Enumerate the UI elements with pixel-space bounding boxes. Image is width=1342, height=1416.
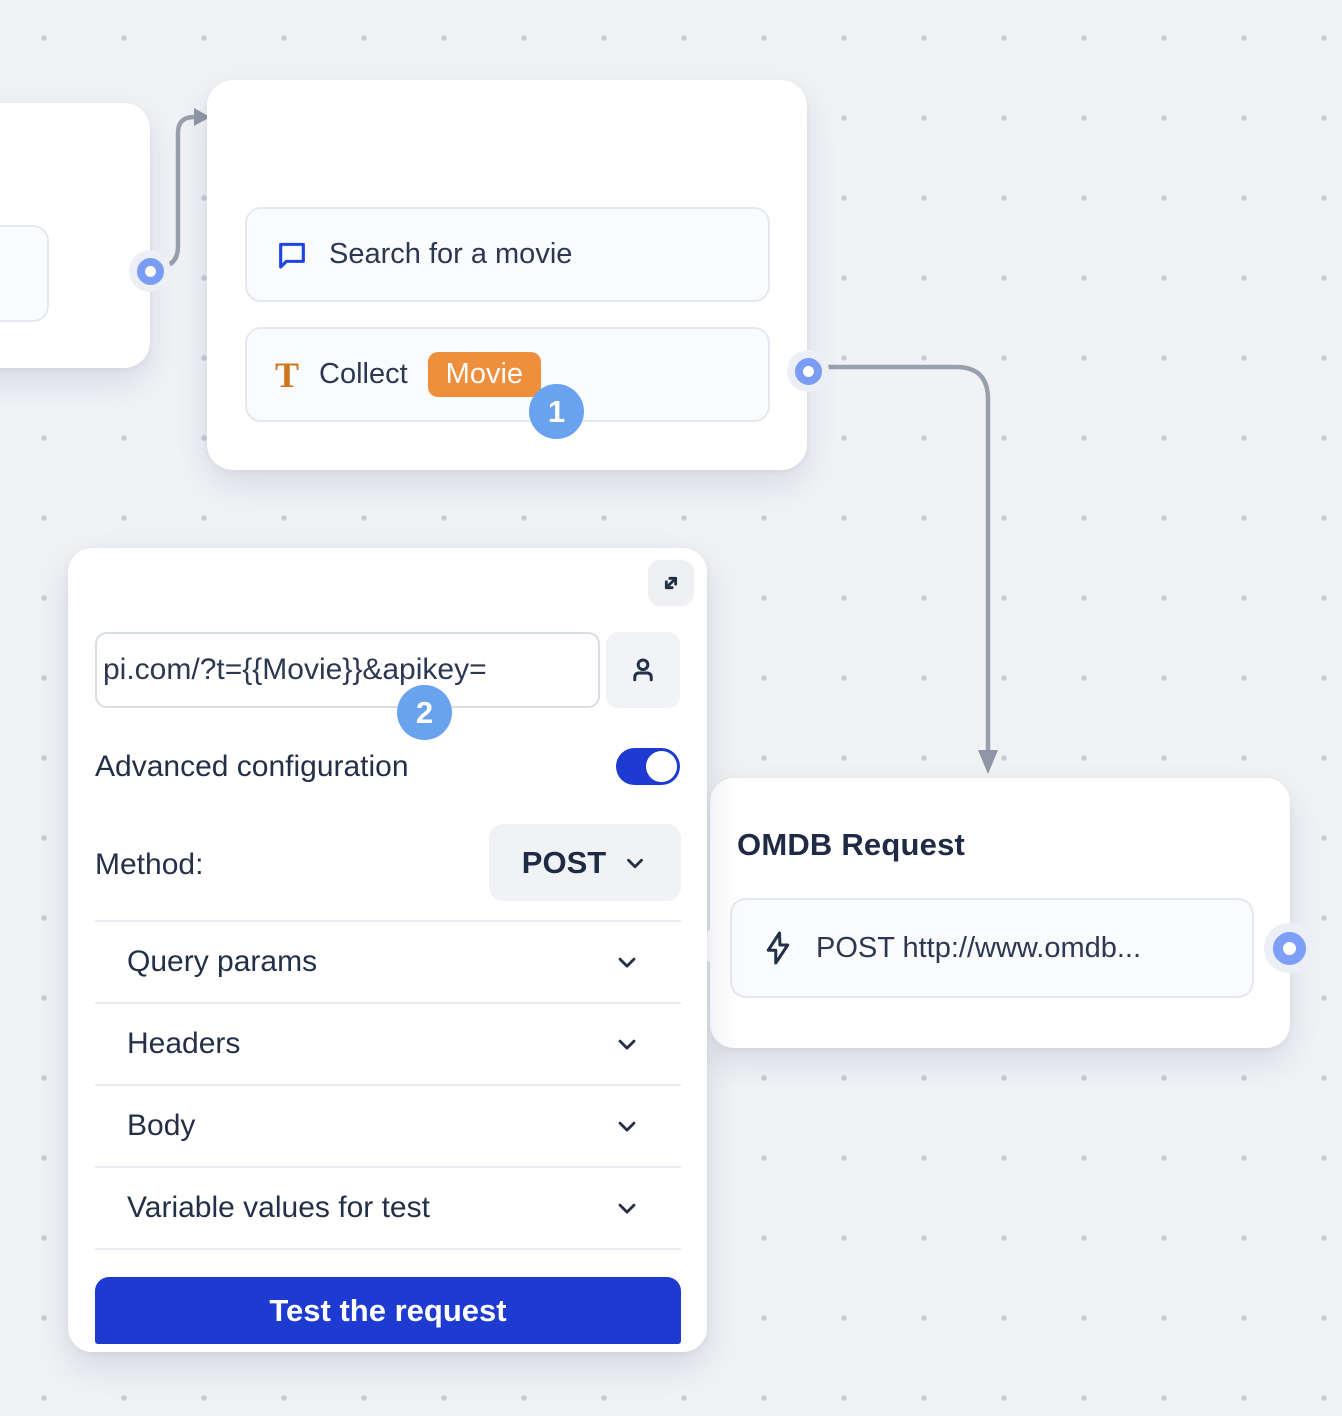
section-label: Body bbox=[127, 1109, 196, 1142]
chevron-down-icon bbox=[613, 948, 641, 976]
section-variable-values[interactable]: Variable values for test bbox=[95, 1168, 681, 1248]
block-label: POST http://www.omdb... bbox=[816, 931, 1142, 964]
node-omdb-request[interactable]: OMDB Request POST http://www.omdb... bbox=[693, 778, 1290, 1048]
output-port-movie-search[interactable] bbox=[787, 350, 829, 392]
variable-chip-movie[interactable]: Movie bbox=[427, 351, 542, 398]
tutorial-step-badge-2: 2 bbox=[397, 685, 452, 740]
method-value: POST bbox=[521, 844, 607, 880]
insert-variable-button[interactable] bbox=[606, 632, 680, 708]
method-label: Method: bbox=[95, 848, 204, 881]
block-label: Collect bbox=[319, 358, 408, 390]
port-ring bbox=[794, 357, 822, 385]
chevron-down-icon bbox=[613, 1112, 641, 1140]
toggle-knob bbox=[646, 751, 677, 782]
section-body[interactable]: Body bbox=[95, 1086, 681, 1166]
divider bbox=[95, 1248, 681, 1250]
partial-left-node-row[interactable] bbox=[0, 225, 49, 322]
test-request-button[interactable]: Test the request bbox=[95, 1277, 681, 1344]
expand-panel-button[interactable] bbox=[648, 560, 694, 606]
node-movie-search[interactable]: Movie search Search for a movie T Collec… bbox=[207, 80, 807, 470]
section-label: Headers bbox=[127, 1027, 241, 1060]
port-ring bbox=[136, 257, 164, 285]
advanced-configuration-toggle[interactable] bbox=[616, 748, 680, 785]
block-post-request[interactable]: POST http://www.omdb... bbox=[730, 898, 1254, 998]
method-dropdown[interactable]: POST bbox=[489, 824, 681, 901]
advanced-configuration-label: Advanced configuration bbox=[95, 750, 409, 783]
arrowhead-down-icon bbox=[978, 750, 998, 774]
chevron-down-icon bbox=[613, 1194, 641, 1222]
output-port-left-node[interactable] bbox=[129, 250, 171, 292]
divider bbox=[95, 1084, 681, 1086]
section-query-params[interactable]: Query params bbox=[95, 922, 681, 1002]
block-label: Search for a movie bbox=[329, 238, 573, 270]
person-icon bbox=[625, 652, 661, 688]
chat-bubble-icon bbox=[275, 238, 309, 272]
section-label: Query params bbox=[127, 945, 318, 978]
section-label: Variable values for test bbox=[127, 1191, 430, 1224]
block-search-for-a-movie[interactable]: Search for a movie bbox=[245, 207, 770, 302]
port-ring bbox=[1272, 931, 1306, 965]
wire-movie-search-to-omdb bbox=[815, 364, 991, 755]
node-title: OMDB Request bbox=[737, 827, 966, 862]
webhook-editor-panel: Advanced configuration Method: POST Quer… bbox=[68, 548, 707, 1352]
output-port-omdb[interactable] bbox=[1264, 923, 1314, 973]
text-type-icon: T bbox=[275, 354, 300, 395]
expand-icon bbox=[657, 569, 685, 597]
divider bbox=[95, 920, 681, 922]
lightning-icon bbox=[760, 930, 796, 966]
tutorial-step-badge-1: 1 bbox=[529, 384, 584, 439]
wire-left-to-movie-search bbox=[153, 114, 199, 270]
partial-left-node[interactable] bbox=[0, 103, 150, 368]
request-url-input[interactable] bbox=[95, 632, 600, 708]
section-headers[interactable]: Headers bbox=[95, 1004, 681, 1084]
arrowhead-right-icon bbox=[194, 108, 210, 126]
divider bbox=[95, 1166, 681, 1168]
chevron-down-icon bbox=[613, 1030, 641, 1058]
chevron-down-icon bbox=[622, 850, 648, 876]
block-collect-movie[interactable]: T Collect Movie bbox=[245, 327, 770, 422]
divider bbox=[95, 1002, 681, 1004]
